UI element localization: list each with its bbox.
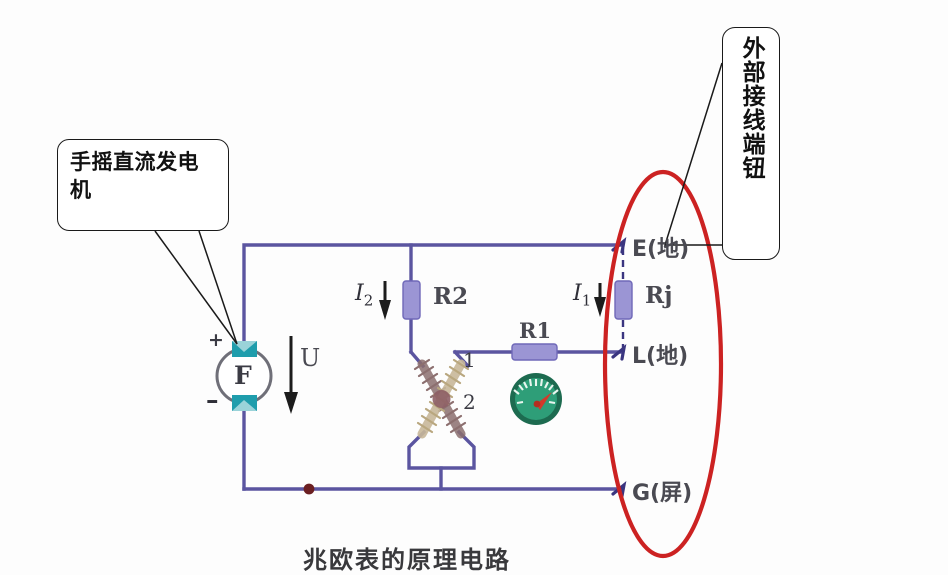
generator-callout-text: 手摇直流发电机: [70, 150, 199, 202]
resistor-bodies: [402, 280, 633, 361]
resistor-r1-body: [511, 343, 558, 361]
terminals-highlight-ellipse: [602, 169, 724, 559]
dc-generator: [215, 341, 273, 411]
leader-left-b: [198, 230, 238, 345]
wire-coil-bottom-left: [407, 429, 476, 470]
generator-callout: 手摇直流发电机: [57, 139, 229, 231]
generator-terminal-bottom-notch: [232, 400, 257, 411]
figure-caption: 兆欧表的原理电路: [303, 546, 511, 574]
current-label-i2-symbol: I: [355, 281, 364, 306]
current-label-i1-symbol: I: [573, 281, 582, 306]
coil-pivot: [432, 390, 451, 408]
current-label-i1-subscript: 1: [581, 291, 592, 310]
callout-leaders: [154, 62, 723, 345]
resistor-r2-body: [402, 280, 421, 320]
wire-coil-topright-lead: [452, 349, 471, 369]
terminal-l-marker[interactable]: [611, 344, 627, 361]
meter-pivot: [533, 400, 541, 408]
wire-top-rail: [242, 243, 624, 354]
generator-symbol-label: F: [234, 361, 252, 390]
terminal-g-marker[interactable]: [611, 481, 627, 498]
resistor-label-r1: R1: [519, 318, 552, 343]
crossed-coils: [413, 358, 470, 439]
coil-label-2: 2: [463, 390, 476, 414]
moving-coil-meter: [510, 373, 562, 425]
terminal-label-l: L(地): [632, 344, 689, 369]
generator-minus-sign: –: [206, 385, 219, 414]
generator-terminal-top-notch: [232, 341, 257, 352]
coil-label-1: 1: [463, 348, 476, 372]
meter-face: [515, 378, 557, 420]
terminal-label-g: G(屏): [632, 481, 693, 506]
leader-right: [663, 62, 723, 246]
voltage-label-u: U: [300, 344, 321, 372]
terminals-callout-text: 外部接线端钮: [738, 36, 765, 180]
meter-ticks: [513, 378, 559, 405]
terminals-callout: 外部接线端钮: [722, 27, 780, 260]
terminal-markers: [611, 237, 627, 498]
voltage-arrow-u: [284, 336, 298, 414]
generator-plus-sign: +: [208, 329, 224, 351]
terminal-label-e: E(地): [632, 237, 690, 262]
current-label-i1: I1: [573, 281, 591, 309]
current-label-i2: I2: [355, 281, 373, 309]
junction-dot: [303, 483, 315, 495]
resistor-rj-body: [614, 280, 633, 320]
current-label-i2-subscript: 2: [363, 291, 374, 310]
current-arrow-i2: [379, 281, 391, 320]
current-arrow-i1: [594, 283, 606, 317]
leader-left-a: [154, 230, 238, 345]
resistor-label-r2: R2: [433, 283, 469, 310]
resistor-label-rj: Rj: [645, 282, 673, 309]
